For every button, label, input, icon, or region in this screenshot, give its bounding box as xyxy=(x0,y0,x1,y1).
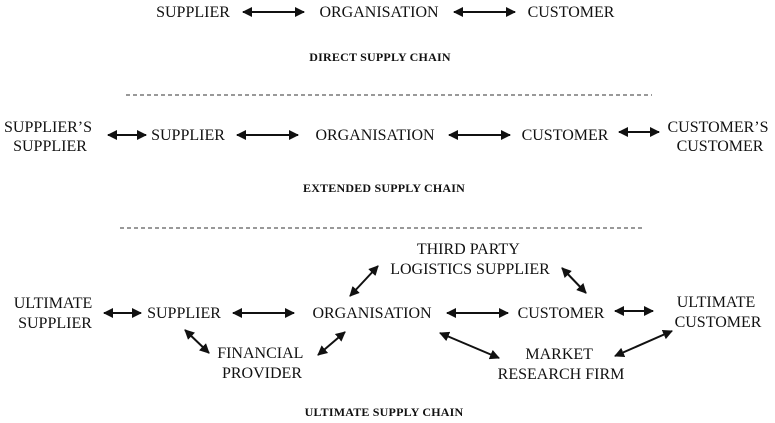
extended-customer-label: CUSTOMER xyxy=(522,127,609,144)
ultimate-arrow-market-research-ultimate-customer xyxy=(614,330,673,357)
ultimate-market-research-line2: RESEARCH FIRM xyxy=(498,366,625,383)
direct-supply-chain-caption: DIRECT SUPPLY CHAIN xyxy=(309,50,451,64)
ultimate-third-party-label: THIRD PARTY LOGISTICS SUPPLIER xyxy=(390,241,550,278)
extended-customers-customer-label: CUSTOMER’S CUSTOMER xyxy=(667,119,772,155)
ultimate-market-research-label: MARKET RESEARCH FIRM xyxy=(498,346,625,383)
direct-customer-label: CUSTOMER xyxy=(528,4,615,21)
ultimate-ultimate-customer-line2: CUSTOMER xyxy=(675,314,762,331)
extended-suppliers-supplier-line2: SUPPLIER xyxy=(13,138,87,155)
extended-supply-chain-caption: EXTENDED SUPPLY CHAIN xyxy=(303,181,465,195)
ultimate-customer-label: CUSTOMER xyxy=(518,305,605,322)
ultimate-ultimate-customer-label: ULTIMATE CUSTOMER xyxy=(675,294,762,331)
extended-organisation-label: ORGANISATION xyxy=(315,127,435,144)
direct-organisation-label: ORGANISATION xyxy=(319,4,439,21)
ultimate-third-party-line2: LOGISTICS SUPPLIER xyxy=(390,261,550,278)
extended-supplier-label: SUPPLIER xyxy=(151,127,225,144)
ultimate-ultimate-supplier-line1: ULTIMATE xyxy=(14,295,93,312)
direct-supplier-label: SUPPLIER xyxy=(156,4,230,21)
ultimate-market-research-line1: MARKET xyxy=(525,346,593,363)
ultimate-arrow-third-party-customer xyxy=(561,267,587,294)
extended-suppliers-supplier-label: SUPPLIER’S SUPPLIER xyxy=(4,119,96,155)
ultimate-organisation-label: ORGANISATION xyxy=(312,305,432,322)
extended-customers-customer-line1: CUSTOMER’S xyxy=(667,119,768,136)
ultimate-arrow-organisation-third-party xyxy=(349,265,379,297)
ultimate-financial-provider-line1: FINANCIAL xyxy=(217,345,303,362)
extended-customers-customer-line2: CUSTOMER xyxy=(677,138,764,155)
ultimate-financial-provider-label: FINANCIAL PROVIDER xyxy=(217,345,307,382)
ultimate-ultimate-supplier-line2: SUPPLIER xyxy=(18,315,92,332)
ultimate-ultimate-customer-line1: ULTIMATE xyxy=(677,294,756,311)
ultimate-ultimate-supplier-label: ULTIMATE SUPPLIER xyxy=(14,295,97,332)
ultimate-financial-provider-line2: PROVIDER xyxy=(222,365,302,382)
ultimate-third-party-line1: THIRD PARTY xyxy=(417,241,520,258)
ultimate-supply-chain-caption: ULTIMATE SUPPLY CHAIN xyxy=(305,405,464,419)
ultimate-arrow-financial-provider-organisation xyxy=(317,331,346,356)
ultimate-arrow-organisation-market-research xyxy=(439,331,500,360)
ultimate-arrow-supplier-financial-provider xyxy=(184,329,210,354)
ultimate-supplier-label: SUPPLIER xyxy=(147,305,221,322)
extended-suppliers-supplier-line1: SUPPLIER’S xyxy=(4,119,92,136)
